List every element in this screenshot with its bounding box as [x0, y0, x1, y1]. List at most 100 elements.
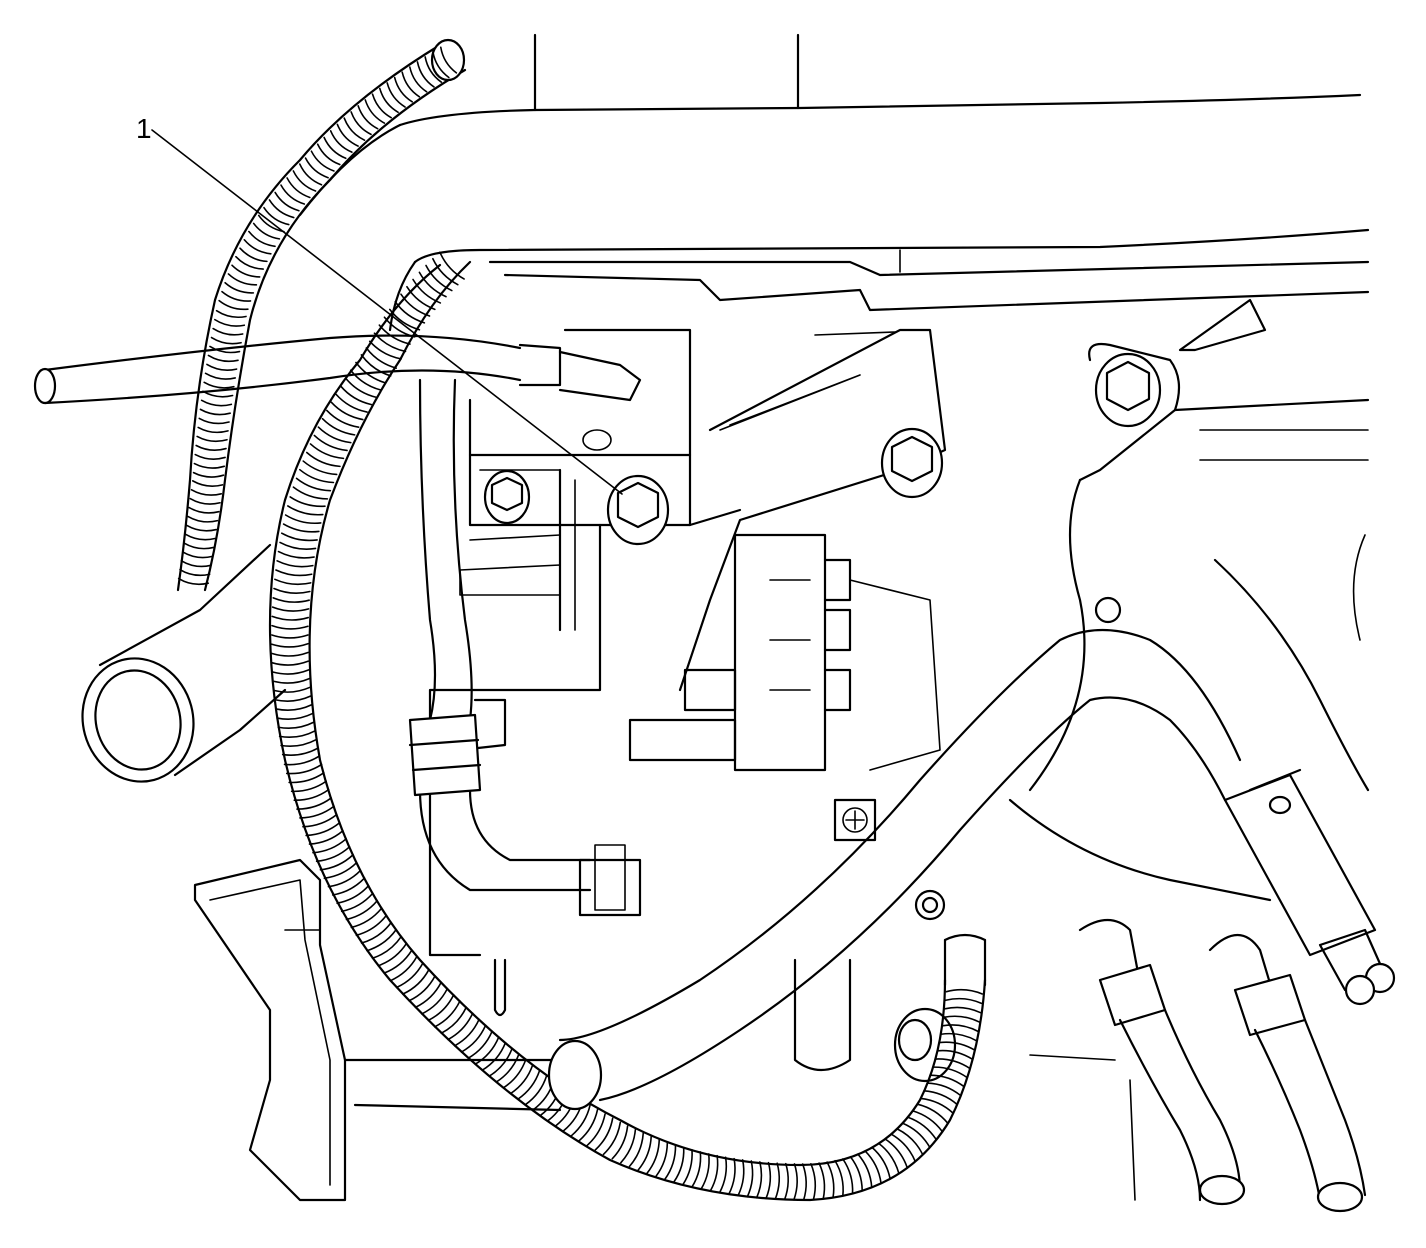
right-body-edges — [1008, 478, 1370, 902]
conduit-rib — [884, 1138, 908, 1169]
conduit-rib — [289, 496, 326, 508]
conduit-rib — [312, 838, 347, 854]
conduit-rib — [765, 1161, 772, 1200]
conduit-rib — [212, 327, 244, 336]
conduit-rib — [393, 76, 414, 103]
conduit-rib — [940, 1032, 978, 1042]
conduit-rib — [849, 1155, 864, 1192]
conduit-rib — [350, 111, 372, 136]
conduit-rib — [196, 435, 228, 443]
electrical-connector — [628, 533, 941, 772]
vacuum-line-left — [33, 334, 642, 405]
conduit-rib — [183, 542, 215, 550]
conduit-rib — [488, 1047, 513, 1077]
conduit-rib — [280, 738, 318, 748]
conduit-rib — [299, 805, 335, 819]
conduit-rib — [200, 399, 233, 407]
conduit-rib — [271, 660, 310, 666]
conduit-rib — [586, 1113, 606, 1147]
conduit-rib — [453, 1018, 480, 1047]
conduit-rib — [355, 361, 387, 384]
conduit-rib — [357, 105, 379, 130]
conduit-rib — [295, 477, 332, 492]
conduit-rib — [191, 480, 224, 487]
conduit-rib — [826, 1161, 835, 1199]
conduit-rib — [189, 497, 221, 505]
conduit-rib — [335, 393, 368, 413]
conduit-rib — [502, 1058, 527, 1089]
intake-manifold-outline — [298, 33, 1370, 332]
conduit-rib — [602, 1121, 622, 1156]
conduit-rib — [263, 206, 290, 226]
conduit-rib — [594, 1117, 614, 1151]
conduit-rib — [718, 1156, 728, 1194]
conduit-rib — [299, 468, 335, 484]
conduit-rib — [664, 1144, 677, 1181]
conduit-rib — [746, 1160, 754, 1198]
conduit-rib — [283, 755, 321, 766]
conduit-rib — [350, 907, 383, 929]
conduit-rib — [302, 460, 338, 476]
conduit-rib — [682, 1149, 693, 1186]
conduit-rib — [188, 506, 220, 514]
conduit-rib — [305, 451, 341, 468]
conduit-rib — [919, 1097, 955, 1115]
conduit-rib — [305, 821, 341, 837]
conduit-rib — [177, 577, 210, 586]
conduit-rib — [418, 271, 447, 298]
conduit-rib — [727, 1157, 736, 1196]
conduit-rib — [857, 1153, 873, 1189]
conduit-rib — [646, 1138, 661, 1175]
conduit-rib — [274, 578, 312, 586]
fuel-hose-left — [1078, 918, 1246, 1206]
conduit-rib — [460, 1024, 487, 1053]
sensor-bolt — [606, 474, 670, 546]
conduit-rib — [931, 1066, 968, 1079]
conduit-rib — [378, 324, 411, 345]
conduit-rib — [184, 533, 216, 541]
conduit-rib — [304, 157, 329, 179]
conduit-rib — [377, 942, 408, 967]
conduit-rib — [517, 1069, 541, 1100]
lower-mounting-details — [493, 798, 1136, 1201]
conduit-rib — [326, 409, 360, 428]
conduit-rib — [198, 417, 230, 425]
conduit-rib — [315, 846, 351, 863]
conduit-rib — [224, 281, 255, 294]
fuel-hose-right — [1208, 934, 1367, 1213]
conduit-rib — [509, 1064, 534, 1095]
conduit-rib — [433, 1000, 461, 1028]
conduit-rib — [394, 300, 426, 324]
conduit-rib — [945, 988, 984, 995]
conduit-rib — [277, 550, 315, 559]
conduit-rib — [360, 921, 392, 944]
conduit-rib — [190, 488, 223, 496]
conduit-rib — [185, 524, 218, 532]
conduit-rib — [416, 61, 435, 88]
conduit-rib — [907, 1116, 937, 1141]
conduit-rib — [203, 381, 235, 389]
coolant-pipe — [547, 628, 1242, 1111]
conduit-rib — [271, 606, 310, 612]
conduit-rib — [296, 797, 333, 810]
conduit-rib — [360, 354, 392, 377]
conduit-rib — [474, 1036, 500, 1066]
conduit-rib — [774, 1162, 781, 1200]
conduit-rib — [239, 247, 268, 263]
conduit-rib — [273, 587, 311, 595]
conduit-rib — [271, 624, 309, 630]
conduit-rib — [336, 123, 359, 147]
conduit-rib — [383, 316, 416, 338]
conduit-rib — [421, 987, 449, 1015]
conduit-rib — [691, 1151, 702, 1188]
conduit-rib — [871, 1146, 891, 1180]
conduit-rib — [801, 1163, 807, 1201]
conduit-rib — [386, 82, 406, 108]
conduit-rib — [408, 66, 428, 93]
conduit-rib — [942, 1015, 981, 1023]
conduit-rib — [408, 975, 436, 1002]
conduit-rib — [570, 1104, 591, 1137]
conduit-rib — [275, 703, 313, 711]
conduit-rib — [495, 1053, 520, 1083]
